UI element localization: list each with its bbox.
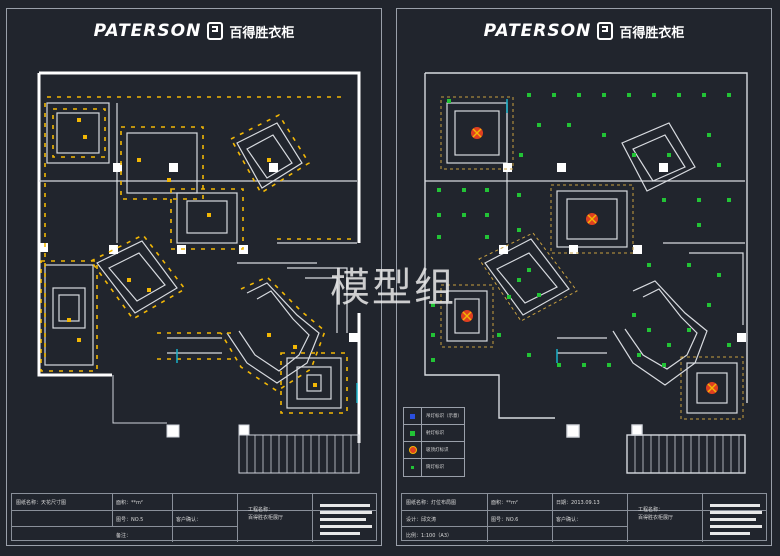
date: 日期：2013.09.13 xyxy=(556,500,600,506)
legend-label: 筒灯标识 xyxy=(426,465,444,470)
project-name: 工程名称： xyxy=(248,507,274,513)
green-square-icon xyxy=(410,430,415,436)
legend-row: 吊灯标识（示意） xyxy=(404,408,464,425)
ceiling-outline xyxy=(440,96,744,420)
interior-walls xyxy=(425,102,745,414)
brand-logo-icon xyxy=(207,22,224,40)
client-confirm: 客户确认： xyxy=(556,517,582,523)
left-title-block: 图纸名称：天花尺寸图 面积：**m² 图号：NO.5 客户确认： 备注： 工程名… xyxy=(11,493,377,542)
lighting-layout-plan xyxy=(424,72,748,474)
pillars xyxy=(499,163,746,342)
pillars xyxy=(39,163,358,342)
brand-name: PATERSON xyxy=(483,21,592,41)
legend-label: 吸顶灯标识 xyxy=(426,448,449,453)
interior-walls xyxy=(39,102,357,409)
small-green-square-icon xyxy=(411,466,414,469)
remark: 备注： xyxy=(116,533,132,539)
project-value: 百得胜衣柜展厅 xyxy=(248,515,284,521)
legend-row: 吸顶灯标识 xyxy=(404,442,464,459)
stairs xyxy=(246,435,352,473)
designer: 设计：邱文涛 xyxy=(406,517,437,523)
red-cross-circle-icon xyxy=(408,446,417,454)
project-value: 百得胜衣柜展厅 xyxy=(638,515,674,521)
left-drawing-sheet: PATERSON 百得胜衣柜 xyxy=(6,8,382,546)
client-confirm: 客户确认： xyxy=(176,517,202,523)
legend-row: 射灯标识 xyxy=(404,425,464,442)
spot-lights xyxy=(431,93,731,367)
brand-name: PATERSON xyxy=(93,21,202,41)
area: 面积：**m² xyxy=(116,500,143,506)
brand-cn-name: 百得胜衣柜 xyxy=(229,25,295,41)
outer-walls xyxy=(424,72,748,474)
right-title-block: 图纸名称：灯位布局图 面积：**m² 日期：2013.09.13 设计：邱文涛 … xyxy=(401,493,767,542)
legend-row: 筒灯标识 xyxy=(404,459,464,476)
ceiling-dimension-plan xyxy=(37,71,361,474)
drawing-number: 图号：NO.5 xyxy=(116,517,144,523)
lighting-legend: 吊灯标识（示意） 射灯标识 吸顶灯标识 筒灯标识 xyxy=(403,407,465,477)
scale: 比例：1:100（A3） xyxy=(406,533,453,539)
ceiling-lamps xyxy=(461,127,718,394)
legend-label: 射灯标识 xyxy=(426,431,444,436)
dimension-marks xyxy=(40,96,352,414)
brand-logo-icon xyxy=(597,22,614,40)
brand-header: PATERSON 百得胜衣柜 xyxy=(7,17,381,45)
legend-label: 吊灯标识（示意） xyxy=(426,414,462,419)
project-name: 工程名称： xyxy=(638,507,664,513)
watermark-text: 模型组 xyxy=(330,265,456,311)
area: 面积：**m² xyxy=(491,500,518,506)
outer-walls xyxy=(37,71,361,443)
drawing-name: 图纸名称：天花尺寸图 xyxy=(16,500,67,506)
right-drawing-sheet: PATERSON 百得胜衣柜 xyxy=(396,8,772,546)
blue-square-icon xyxy=(410,413,415,419)
brand-cn-name: 百得胜衣柜 xyxy=(619,25,685,41)
drawing-number: 图号：NO.6 xyxy=(491,517,519,523)
stairs xyxy=(634,435,740,473)
drawing-name: 图纸名称：灯位布局图 xyxy=(406,500,457,506)
brand-header: PATERSON 百得胜衣柜 xyxy=(397,17,771,45)
